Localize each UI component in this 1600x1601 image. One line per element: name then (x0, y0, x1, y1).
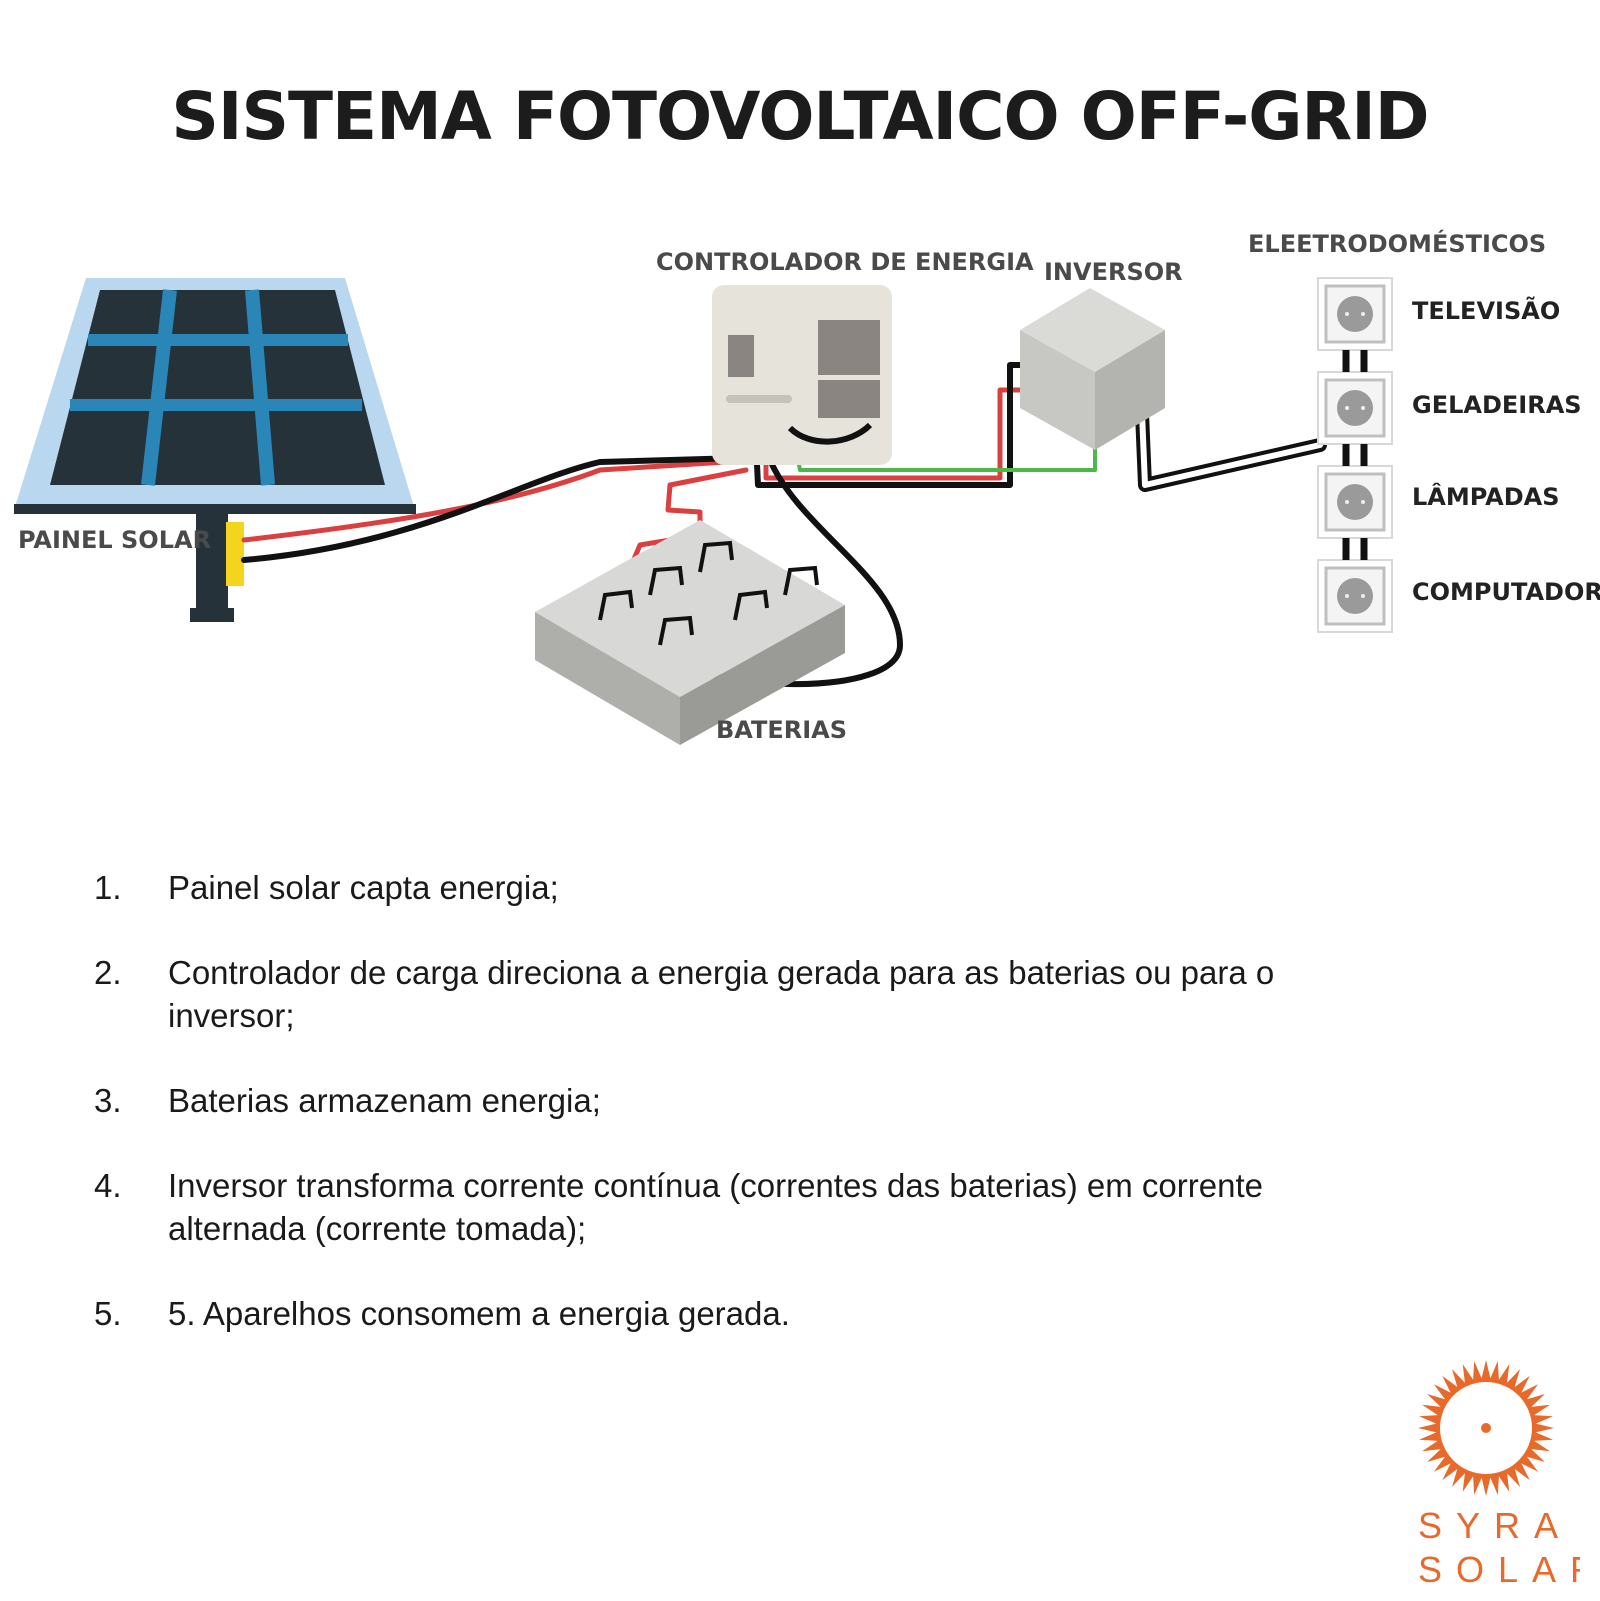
steps-list: 1. Painel solar capta energia; 2. Contro… (94, 866, 1394, 1377)
page-title: SISTEMA FOTOVOLTAICO OFF-GRID (171, 78, 1429, 155)
label-appliance-television: TELEVISÃO (1412, 296, 1560, 325)
step-text: 5. Aparelhos consomem a energia gerada. (168, 1295, 790, 1332)
label-solar-panel: PAINEL SOLAR (18, 526, 211, 554)
step-number: 2. (94, 954, 122, 991)
syra-solar-logo: SYRA SOLAR (1418, 1360, 1580, 1590)
socket-television (1317, 277, 1393, 351)
batteries (535, 520, 845, 745)
logo-line-1: SYRA (1418, 1505, 1572, 1546)
step-item: 5. 5. Aparelhos consomem a energia gerad… (94, 1292, 1394, 1335)
label-appliance-computer: COMPUTADOR (1412, 578, 1600, 606)
step-item: 1. Painel solar capta energia; (94, 866, 1394, 909)
logo-line-2: SOLAR (1418, 1549, 1580, 1590)
step-number: 5. (94, 1295, 122, 1332)
step-text: Baterias armazenam energia; (168, 1082, 601, 1119)
socket-stack (1317, 277, 1393, 633)
socket-lamps (1317, 465, 1393, 539)
step-number: 3. (94, 1082, 122, 1119)
socket-computer (1317, 559, 1393, 633)
off-grid-diagram: PAINEL SOLAR CONTROLADOR DE ENERGIA INVE… (14, 229, 1600, 745)
inverter (1020, 288, 1165, 450)
step-item: 2. Controlador de carga direciona a ener… (94, 951, 1394, 1037)
step-number: 1. (94, 869, 122, 906)
label-inverter: INVERSOR (1044, 258, 1183, 286)
label-appliance-lamps: LÂMPADAS (1412, 482, 1560, 511)
step-text: Controlador de carga direciona a energia… (168, 954, 1275, 1034)
controller (712, 285, 892, 465)
solar-panel (14, 278, 416, 622)
label-appliances: ELEETRODOMÉSTICOS (1248, 229, 1546, 258)
sun-icon (1418, 1360, 1554, 1496)
step-text: Inversor transforma corrente contínua (c… (168, 1167, 1263, 1247)
step-item: 3. Baterias armazenam energia; (94, 1079, 1394, 1122)
step-number: 4. (94, 1167, 122, 1204)
socket-refrigerators (1317, 371, 1393, 445)
step-text: Painel solar capta energia; (168, 869, 559, 906)
label-batteries: BATERIAS (716, 716, 847, 744)
step-item: 4. Inversor transforma corrente contínua… (94, 1164, 1394, 1250)
label-controller: CONTROLADOR DE ENERGIA (656, 248, 1034, 276)
label-appliance-refrigerators: GELADEIRAS (1412, 391, 1582, 419)
